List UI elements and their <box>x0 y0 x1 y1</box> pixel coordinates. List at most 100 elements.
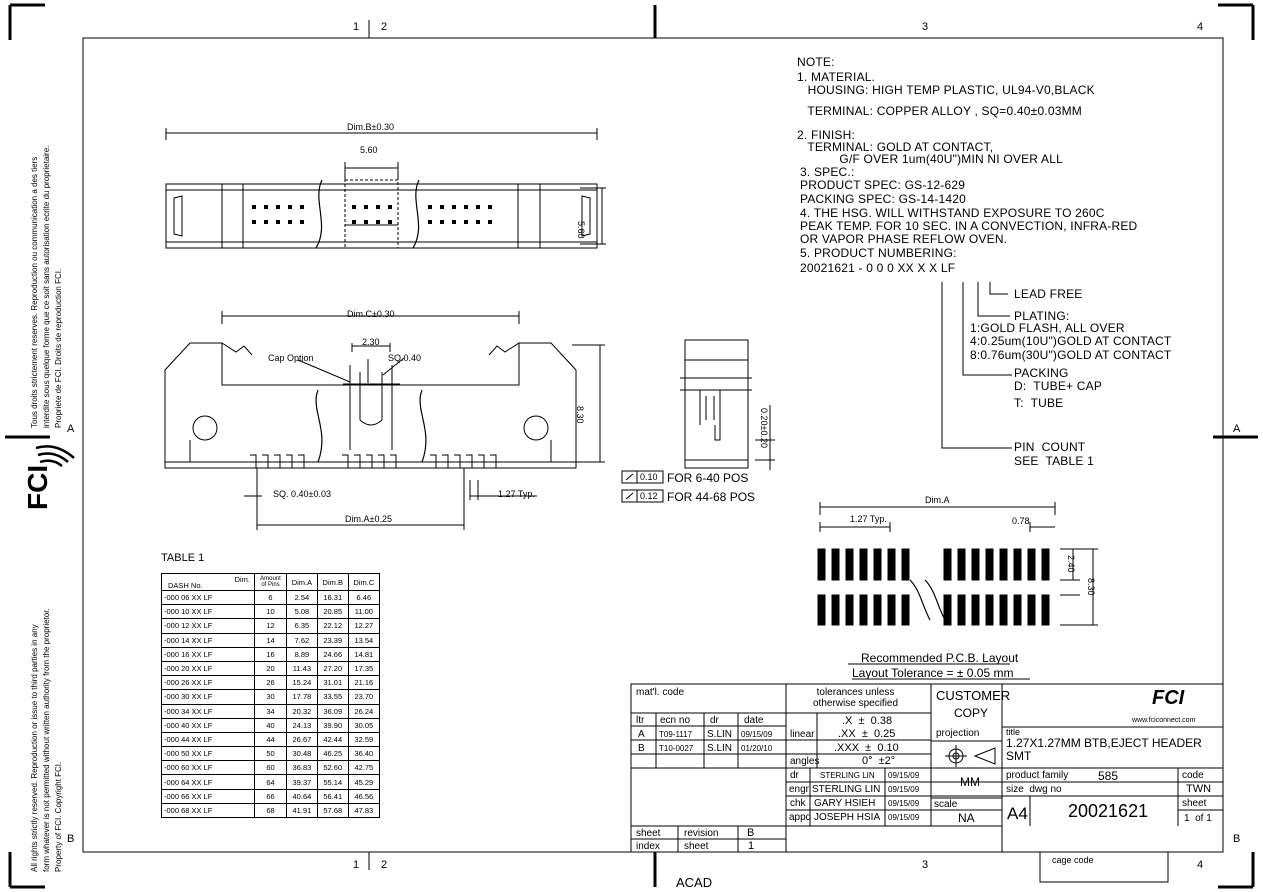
table1-cell: 36.40 <box>347 746 381 762</box>
table1-cell: -000 50 XX LF <box>161 746 255 762</box>
table1-cell: 68 <box>254 802 287 819</box>
rev-a-date: 09/15/09 <box>741 730 773 739</box>
side-note-top-1: Tous droits strictement reserves. Reprod… <box>30 156 39 428</box>
table1-cell: 66 <box>254 788 287 804</box>
note-line-2: HOUSING: HIGH TEMP PLASTIC, UL94-V0,BLAC… <box>797 83 1095 97</box>
table1-cell: 13.54 <box>347 632 381 648</box>
rev-head-dr: dr <box>710 715 719 726</box>
copy-label: COPY <box>954 706 989 720</box>
table1-cell: 31.01 <box>316 675 349 691</box>
see-table-label: SEE TABLE 1 <box>1014 454 1094 468</box>
sheet-label: sheet <box>1182 798 1207 809</box>
title-label: title <box>1006 727 1021 737</box>
side-note-top-3: Propriete de FCI. Droits de reproduction… <box>54 268 63 428</box>
tol-angles: 0° ±2° <box>862 755 896 767</box>
table1-cell: -000 30 XX LF <box>161 689 255 705</box>
revision-value: B <box>747 827 755 839</box>
cap-option-label: Cap Option <box>268 353 314 363</box>
lead-free-label: LEAD FREE <box>1014 287 1083 301</box>
notes-title: NOTE: <box>797 55 835 69</box>
table1-cell: 10 <box>254 604 287 620</box>
table1-cell: 6 <box>254 589 287 606</box>
revision-label: revision <box>684 828 719 839</box>
sheet-value: 1 of 1 <box>1184 813 1212 824</box>
col-label-2-bottom: 2 <box>381 859 388 871</box>
table1-cell: -000 44 XX LF <box>161 731 255 748</box>
table1-cell: 47.83 <box>347 802 381 819</box>
cage-code-label: cage code <box>1052 855 1094 865</box>
side-note-top-2: interdite sous quelque forme que ce soit… <box>42 145 51 428</box>
role-appd-date: 09/15/09 <box>888 813 920 822</box>
table1-cell: 30.48 <box>286 746 318 762</box>
product-family-value: 585 <box>1098 769 1119 783</box>
customer-label: CUSTOMER <box>936 688 1011 703</box>
table1-cell: 11.00 <box>347 604 381 620</box>
dwg-no: 20021621 <box>1068 801 1149 821</box>
side-note-bottom-2: form whatever is not permitted without w… <box>42 608 51 872</box>
role-engr-name: STERLING LIN <box>812 784 881 795</box>
row-label-a-left: A <box>67 423 75 435</box>
role-chk: chk <box>790 798 806 809</box>
table1-cell: 50 <box>254 746 287 762</box>
note-line-14: 20021621 - 0 0 0 XX X X LF <box>800 261 956 275</box>
note-line-5: TERMINAL: GOLD AT CONTACT, <box>797 140 994 154</box>
website: www.fciconnect.com <box>1132 717 1196 724</box>
col-label-3-bottom: 3 <box>922 859 929 871</box>
linear-label: linear <box>790 729 815 740</box>
note-line-12: OR VAPOR PHASE REFLOW OVEN. <box>800 232 1008 246</box>
packing-option-t: T: TUBE <box>1014 396 1064 410</box>
note-line-1: 1. MATERIAL. <box>797 70 876 84</box>
table1-cell: 33.55 <box>316 689 349 705</box>
matl-code-label: mat'l. code <box>636 687 685 698</box>
drawing-title: 1.27X1.27MM BTB,EJECT HEADER SMT <box>1006 736 1202 763</box>
table1-cell: 45.29 <box>347 774 381 790</box>
table1-head-a: Dim.A <box>286 573 318 591</box>
table1-cell: 24.66 <box>316 646 349 662</box>
table1-cell: 17.35 <box>347 660 381 677</box>
rev-a-dr: S.LIN <box>707 729 733 740</box>
table1-cell: 27.20 <box>316 660 349 677</box>
tol-x: .X ± 0.38 <box>842 715 893 727</box>
rev-b-ecn: T10-0027 <box>659 744 694 753</box>
table1-cell: 40.64 <box>286 788 318 804</box>
table1-cell: 12 <box>254 618 287 634</box>
rev-head-ltr: ltr <box>636 715 645 726</box>
table1-cell: 23.39 <box>316 632 349 648</box>
table1-cell: 2.54 <box>286 589 318 606</box>
table1-cell: 20 <box>254 660 287 677</box>
note-line-13: 5. PRODUCT NUMBERING: <box>800 246 957 260</box>
row-label-a-right: A <box>1233 423 1241 435</box>
table1-cell: 16.31 <box>316 589 349 606</box>
pcb-240: 2.40 <box>1066 555 1076 573</box>
row-label-b-left: B <box>67 833 75 845</box>
table1-cell: 42.44 <box>316 731 349 748</box>
table1-cell: 8.89 <box>286 646 318 662</box>
dim-020: 0.20±0.20 <box>759 408 769 448</box>
size-value: A4 <box>1007 804 1028 823</box>
code-label: code <box>1182 770 1204 781</box>
rev-b-date: 01/20/10 <box>741 744 773 753</box>
table1-cell: 21.16 <box>347 675 381 691</box>
sheet2-label: sheet <box>684 841 709 852</box>
units: MM <box>960 775 980 789</box>
table1-cell: 36.83 <box>286 760 318 776</box>
sheet-index-index: index <box>636 841 660 852</box>
fci-logo-side: FCI <box>22 464 53 510</box>
size-dwg-label: size dwg no <box>1006 784 1062 795</box>
row-label-b-right: B <box>1233 833 1241 845</box>
table1-cell: 26 <box>254 675 287 691</box>
flatness-2-text: FOR 44-68 POS <box>667 490 756 504</box>
table1-cell: 16 <box>254 646 287 662</box>
table1-cell: -000 60 XX LF <box>161 760 255 776</box>
tol-xxx: .XXX ± 0.10 <box>834 742 899 754</box>
top-view-pins <box>252 205 492 224</box>
table1-cell: 12.27 <box>347 618 381 634</box>
role-dr-name: STERLING LIN <box>820 771 875 780</box>
